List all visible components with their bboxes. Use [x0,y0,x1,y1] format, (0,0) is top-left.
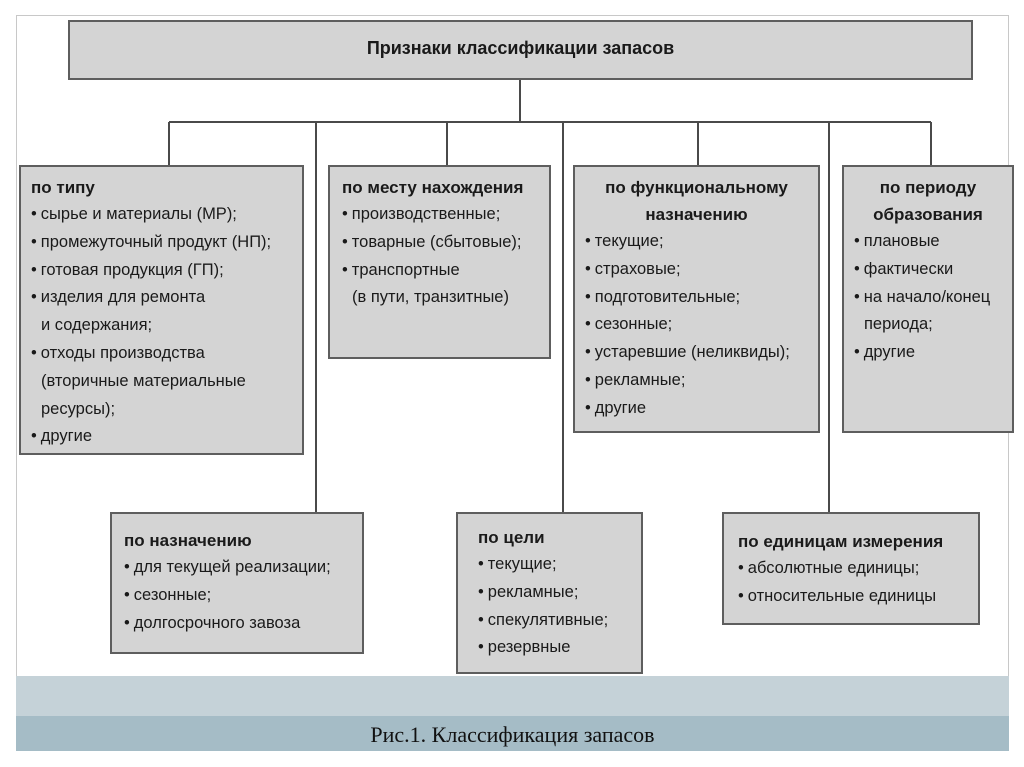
list-item: •устаревшие (неликвиды); [585,343,790,362]
list-item: •текущие; [585,232,664,250]
list-item: •транспортные [342,260,460,279]
list-item: •долгосрочного завоза [124,613,301,632]
list-item: •текущие; [478,555,557,573]
list-item: •товарные (сбытовые); [342,232,522,251]
list-item: •отходы производства [31,343,205,362]
list-item: •рекламные; [478,582,579,601]
root-title: Признаки классификации запасов [366,38,675,58]
list-item-continuation: ресурсы); [41,399,116,418]
box-by-location-header: по месту нахождения [342,178,524,197]
box-by-location: по месту нахождения •производственные; •… [328,165,551,359]
box-by-purpose-header: по назначению [124,531,252,550]
box-by-goal: по цели •текущие; •рекламные; •спекуляти… [456,512,643,674]
figure-caption: Рис.1. Классификация запасов [370,722,655,747]
list-item: •другие [31,427,93,446]
list-item-continuation: (в пути, транзитные) [352,288,509,307]
root-box: Признаки классификации запасов [68,20,973,80]
frame-top-line [16,15,1009,16]
box-by-function: по функциональному назначению •текущие; … [573,165,820,433]
frame-left-line [16,15,17,751]
list-item: •рекламные; [585,370,686,389]
list-item: •другие [854,343,916,362]
footer-band-dark [16,716,1009,751]
box-by-goal-header: по цели [478,528,545,547]
list-item-continuation: периода; [864,315,933,334]
box-by-units: по единицам измерения •абсолютные единиц… [722,512,980,625]
list-item: •производственные; [342,205,501,223]
list-item: •страховые; [585,259,681,278]
list-item: •сезонные; [124,585,212,604]
list-item: •для текущей реализации; [124,558,331,576]
list-item: •промежуточный продукт (НП); [31,232,272,251]
list-item: •спекулятивные; [478,610,609,629]
list-item: •относительные единицы [738,586,937,605]
list-item: •изделия для ремонта [31,288,206,307]
list-item: •сырье и материалы (МР); [31,205,237,223]
box-by-period: по периоду образования •плановые •фактич… [842,165,1014,433]
list-item: •на начало/конец [854,287,991,306]
list-item: •фактически [854,259,954,278]
list-item: •резервные [478,638,571,657]
box-by-units-header: по единицам измерения [738,532,944,551]
box-by-type: по типу •сырье и материалы (МР); •промеж… [19,165,304,455]
list-item: •сезонные; [585,315,673,334]
list-item-continuation: и содержания; [41,316,153,335]
list-item: •другие [585,398,647,417]
list-item: •плановые [854,232,940,250]
list-item-continuation: (вторичные материальные [41,371,246,390]
list-item: •абсолютные единицы; [738,559,920,577]
box-by-type-header: по типу [31,178,95,197]
box-by-function-header: по функциональному назначению [605,178,788,224]
list-item: •готовая продукция (ГП); [31,260,224,279]
box-by-period-header: по периоду образования [873,178,983,224]
footer-band-light [16,676,1009,716]
box-by-purpose: по назначению •для текущей реализации; •… [110,512,364,654]
list-item: •подготовительные; [585,287,741,306]
